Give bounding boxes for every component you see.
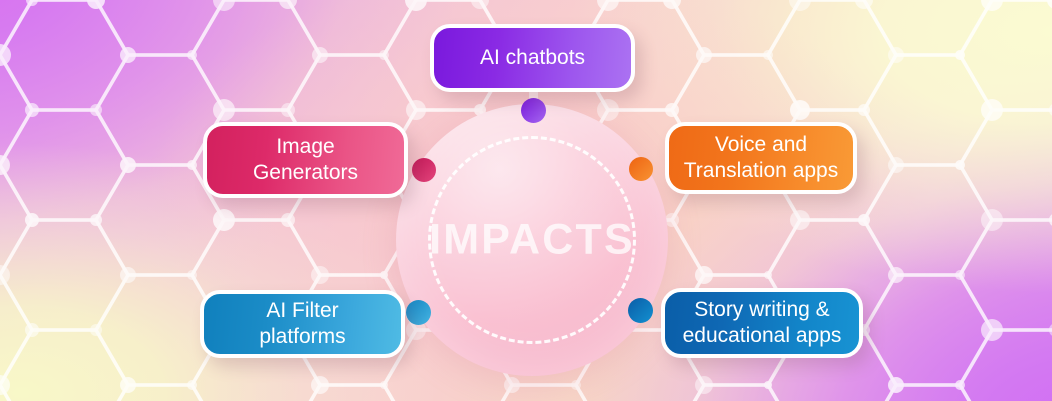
card-chatbots-text: AI chatbots — [480, 45, 585, 71]
connector-dot-image-generators — [412, 158, 436, 182]
hub-label: IMPACTS — [429, 215, 635, 264]
card-ai-filter[interactable]: AI Filter platforms — [200, 290, 405, 358]
connector-dot-chatbots — [521, 98, 546, 123]
card-chatbots[interactable]: AI chatbots — [430, 24, 635, 92]
card-story-writing-line-1: Story writing & — [694, 298, 830, 322]
card-story-writing-text: Story writing & educational apps — [683, 297, 842, 348]
connector-dot-voice-translation — [629, 157, 653, 181]
card-story-writing-line-2: educational apps — [682, 324, 842, 347]
connector-dot-story-writing — [628, 298, 653, 323]
card-voice-translation-text: Voice and Translation apps — [684, 132, 838, 183]
card-ai-filter-line-2: platforms — [259, 325, 346, 348]
card-image-generators-line-1: Image — [276, 135, 335, 159]
card-image-generators-text: Image Generators — [253, 134, 358, 185]
card-voice-translation-line-2: Translation apps — [683, 159, 839, 182]
hub-dashed-ring — [428, 136, 636, 344]
card-ai-filter-text: AI Filter platforms — [259, 298, 345, 349]
card-image-generators-line-2: Generators — [252, 161, 359, 184]
connector-dot-ai-filter — [406, 300, 431, 325]
card-voice-translation[interactable]: Voice and Translation apps — [665, 122, 857, 194]
card-image-generators[interactable]: Image Generators — [203, 122, 408, 198]
card-ai-filter-line-1: AI Filter — [266, 299, 339, 323]
card-story-writing[interactable]: Story writing & educational apps — [661, 288, 863, 358]
card-chatbots-line-1: AI chatbots — [479, 46, 586, 70]
card-voice-translation-line-1: Voice and — [714, 133, 808, 157]
central-hub: IMPACTS — [396, 104, 668, 376]
